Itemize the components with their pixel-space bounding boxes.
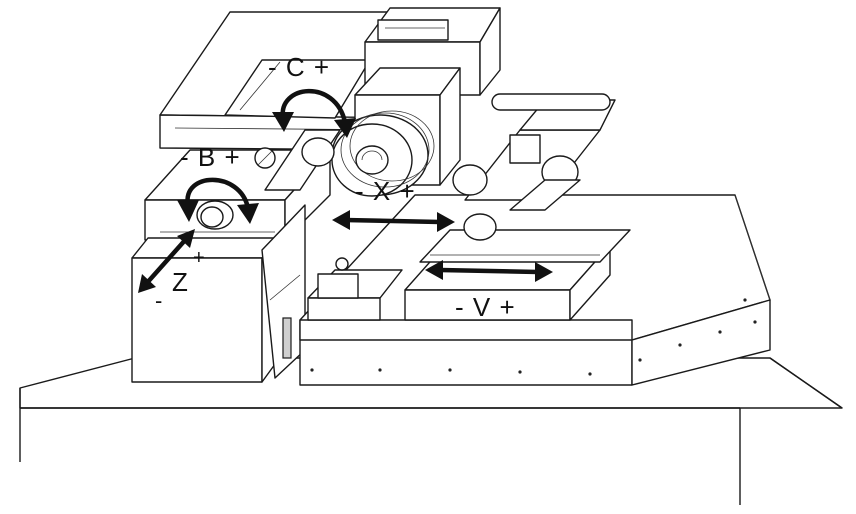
grinding-wheel — [331, 110, 435, 197]
front-column — [131, 204, 306, 383]
b-axis-label: - B + — [180, 142, 241, 172]
v-axis-label: - V + — [455, 292, 516, 322]
dresser-unit — [452, 93, 616, 241]
z-minus-label: - — [155, 288, 163, 313]
small-table — [307, 257, 403, 321]
v-axis-arrow — [425, 260, 553, 282]
x-axis-label: - X + — [355, 176, 416, 206]
z-plus-label: + — [193, 247, 206, 269]
z-axis-label: Z — [172, 267, 189, 297]
z-axis-arrow — [138, 229, 195, 293]
workhead-b — [144, 129, 341, 241]
bed-bolts — [310, 298, 757, 376]
b-axis-arrow — [177, 177, 259, 224]
x-axis-arrow — [332, 210, 455, 232]
c-axis-label: - C + — [268, 52, 330, 82]
c-axis-arrow — [272, 88, 356, 138]
